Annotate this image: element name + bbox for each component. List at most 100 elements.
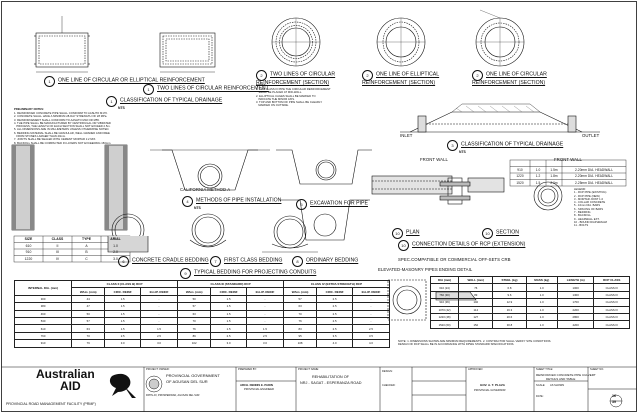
title-text: TWO LINES OF CIRCULAR REINFORCEMENT — [157, 85, 269, 92]
plan-table-cell: 1.5 — [535, 180, 541, 185]
table-cell: 2.5 — [316, 324, 353, 333]
right-schedule-header-cell: LENGTH (m) — [556, 275, 595, 285]
table-cell: 1.5 — [104, 302, 141, 311]
plan-table-cell: 910 — [517, 167, 523, 172]
table-cell: 50 — [71, 309, 106, 318]
rcp-main-schedule: INTERNAL DIA. (mm) CLASS II (CLASS B) RC… — [13, 279, 391, 348]
small-table-cell: B — [85, 250, 88, 255]
tb-project-1: REHABILITATION OF — [312, 375, 349, 379]
sched-subheader-cell: ELLIP. REINF — [245, 287, 285, 296]
title-text: ONE LINE OF CIRCULAR OR ELLIPTICAL REINF… — [58, 77, 205, 84]
callout-icon: 4 — [182, 196, 193, 207]
table-cell: 89 — [177, 331, 212, 341]
australian-aid-logo-mark — [109, 373, 136, 398]
small-table-cell: II — [56, 243, 59, 248]
table-cell: 760 (30) — [429, 290, 460, 300]
title-text: ONE LINE OF ELLIPTICAL REINFORCEMENT (SE… — [362, 71, 440, 86]
table-cell: 2.5 — [210, 331, 247, 341]
small-table-cell: 910 — [25, 250, 32, 255]
callout-icon: 8 — [292, 256, 303, 267]
label-elevated-inlet: ELEVATED-MASONRY PIPES ENDING DETAIL — [378, 267, 473, 272]
table-cell: 114 — [458, 305, 494, 314]
table-cell: 1.5 — [210, 309, 247, 318]
table-cell: 2800 — [556, 312, 595, 322]
sched-subheader-cell: WALL (mm) — [71, 287, 106, 296]
table-cell: 1.5 — [139, 324, 179, 333]
table-cell: 1.5 — [104, 324, 141, 333]
table-cell: 1.5 — [104, 309, 141, 318]
plan-table-cell: 1.2 — [535, 174, 541, 179]
table-cell: 50 — [177, 294, 212, 304]
culvert-profile — [400, 103, 600, 133]
tb-design-label: DESIGN: — [382, 370, 393, 373]
plan-table-cell: 2-20mm DIA. HEADWALL — [574, 174, 614, 179]
tb-approved-label: APPROVED: — [468, 368, 484, 371]
table-cell: 300 — [13, 294, 73, 304]
table-cell: - — [139, 294, 179, 304]
table-cell: 63 — [282, 302, 318, 311]
table-cell: 1.5 — [104, 294, 141, 304]
tb-owner-2: OF AGUSAN DEL SUR — [166, 379, 208, 384]
table-cell: 76 — [458, 283, 494, 292]
plan-table-cell: 2.0m — [550, 180, 558, 185]
table-cell: 1.0 — [525, 298, 558, 307]
sched-header-dia: INTERNAL DIA. (mm) — [13, 280, 73, 296]
section-one-line-circle — [475, 9, 525, 67]
pipe-elevation-two-lines — [159, 32, 216, 73]
tb-sheet-title-2: DETAILS AND TABLE — [546, 377, 576, 381]
sched-subheader-cell: ELLIP. REINF — [351, 287, 391, 296]
label-front-wall: FRONT WALL — [420, 157, 448, 162]
label-outlet: OUTLET — [582, 133, 600, 138]
table-cell: 2200 — [556, 305, 595, 314]
scale-text: NTS — [194, 206, 201, 210]
table-cell: 2.5 — [316, 294, 353, 304]
right-schedule-header-cell: RCP CLASS — [593, 275, 630, 285]
table-cell: 63 — [177, 309, 212, 318]
label-front-wall-2: FRONT WALL — [554, 157, 582, 162]
table-cell: 70 — [177, 316, 212, 326]
table-cell: 1700 — [556, 298, 595, 307]
title-block-frame — [1, 366, 637, 412]
table-cell: 4.0 — [316, 339, 353, 348]
logo-australian: Australian — [36, 367, 95, 381]
title-text: CLASSIFICATION OF TYPICAL DRAINAGE — [461, 141, 564, 148]
table-cell: 4200 — [556, 320, 595, 329]
pipe-long-section — [371, 175, 505, 195]
title-text: EXCAVATION FOR PIPE — [310, 200, 368, 207]
table-cell: 3.0 — [139, 339, 179, 348]
section-elliptical-circle — [376, 17, 426, 67]
tb-project-label: PROJECT NAME: — [298, 368, 319, 371]
table-cell: 1.0 — [525, 290, 558, 300]
table-cell: 1300 — [556, 290, 595, 300]
title-text: FIRST CLASS BEDDING — [224, 257, 283, 264]
title-text: TYPICAL BEDDING FOR PROJECTING CONDUITS — [194, 269, 317, 276]
small-table-cell: 1.0 — [113, 243, 118, 248]
table-cell: 20.6 — [492, 312, 527, 322]
tb-date-label: DATE: — [536, 395, 544, 398]
logo-subtitle: PROVINCIAL ROAD MANAGEMENT FACILITY (PRM… — [6, 402, 96, 406]
callout-icon: 1 — [44, 76, 55, 87]
table-cell: 1.0 — [525, 320, 558, 329]
table-cell: 610 — [13, 324, 73, 333]
table-cell: - — [245, 294, 285, 304]
table-cell: 460 — [13, 309, 73, 318]
tb-owner-label: PROJECT OWNER: — [146, 368, 170, 371]
small-table-cell: III — [56, 250, 59, 255]
plan-table-grid — [509, 159, 627, 187]
tb-approver-role: PROVINCIAL GOVERNOR — [474, 389, 506, 392]
table-cell: 1.5 — [104, 316, 141, 326]
title-text: METHODS OF PIPE INSTALLATION — [196, 197, 282, 204]
